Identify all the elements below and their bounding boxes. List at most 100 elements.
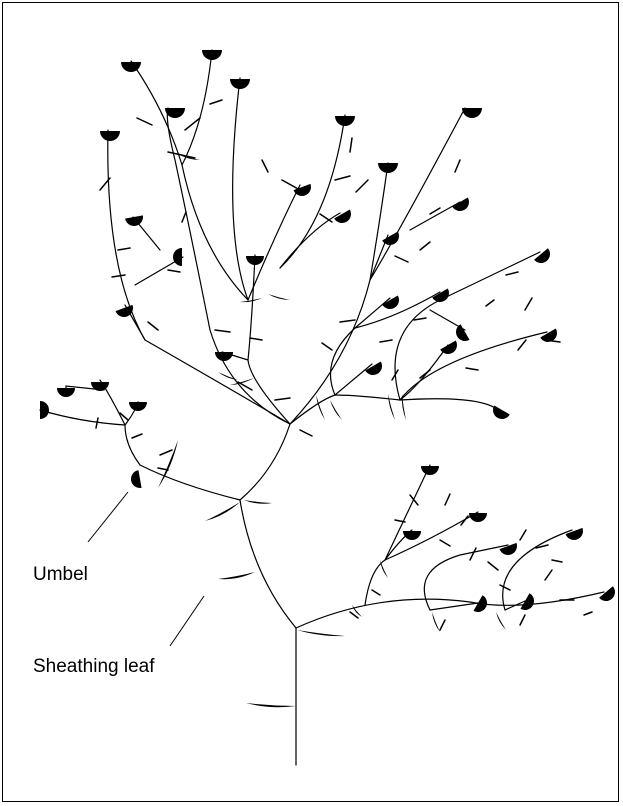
umbel-head-3 (230, 79, 250, 89)
umbel-pointer-line (88, 492, 128, 542)
bract-tick-51 (520, 615, 525, 625)
stem-20 (248, 185, 300, 300)
umbel-head-21 (540, 329, 560, 346)
stem-38 (385, 512, 478, 560)
stem-36 (365, 465, 430, 605)
bract-tick-58 (160, 450, 172, 455)
umbel-head-33 (403, 531, 421, 540)
umbel-head-32 (469, 513, 487, 522)
stem-41 (503, 530, 572, 610)
bract-tick-60 (182, 212, 186, 222)
umbel-head-22 (215, 352, 233, 361)
stem-16 (222, 352, 290, 424)
stem-22 (280, 115, 345, 268)
bract-tick-42 (470, 548, 476, 560)
umbel-head-35 (566, 528, 586, 543)
sheathing-leaf-1 (246, 703, 296, 707)
umbel-head-shape (421, 466, 439, 475)
bract-tick-5 (262, 160, 268, 172)
umbel-head-13 (382, 232, 402, 249)
umbel-head-14 (173, 248, 182, 266)
umbel-head-shape (100, 131, 120, 141)
umbel-head-5 (100, 131, 120, 141)
stem-25 (370, 163, 388, 280)
umbel-head-2 (202, 50, 222, 60)
umbel-head-shape (469, 513, 487, 522)
sheathing-leaf-pointer-line (170, 596, 204, 646)
umbel-head-shape (173, 248, 182, 266)
sheathing-leaf-2 (297, 630, 345, 636)
umbel-head-shape (215, 352, 233, 361)
umbel-head-11 (452, 198, 472, 215)
umbel-head-16 (534, 248, 554, 266)
stem-39 (424, 545, 508, 610)
umbel-head-8 (378, 163, 398, 173)
bract-tick-13 (430, 208, 440, 214)
bract-tick-46 (552, 560, 562, 562)
umbel-head-4 (165, 108, 185, 118)
stem-32 (395, 252, 540, 400)
bract-tick-1 (137, 118, 152, 125)
bract-tick-41 (440, 540, 450, 546)
umbel-head-shape (534, 248, 554, 266)
sheathing-leaf-10 (316, 395, 325, 420)
label-pointers (88, 492, 204, 646)
umbel-head-shape (246, 256, 264, 265)
bract-tick-17 (112, 275, 125, 277)
sheathing-leaf-16 (432, 612, 440, 632)
sheathing-leaf-6 (158, 440, 178, 488)
umbel-head-shape (130, 470, 142, 489)
bract-tick-29 (506, 272, 518, 275)
umbel-head-shape (334, 210, 354, 227)
bract-tick-43 (488, 562, 498, 570)
sheathing-leaf-19 (240, 298, 262, 302)
sheathing-leaf-11 (330, 400, 342, 420)
umbel-head-10 (334, 210, 354, 227)
stem-19 (182, 50, 212, 165)
umbel-head-shape (500, 543, 520, 558)
umbel-head-shape (129, 402, 147, 411)
bract-tick-36 (300, 430, 312, 436)
umbel-head-shape (230, 79, 250, 89)
umbel-head-26 (57, 388, 75, 397)
stem-31 (335, 395, 498, 410)
umbel-head-shape (382, 296, 402, 313)
stem-6 (125, 425, 140, 465)
bract-tick-39 (445, 494, 450, 505)
bract-tick-12 (420, 242, 430, 250)
umbel-head-shape (125, 215, 144, 227)
sheathing-leaf-15 (496, 612, 506, 630)
stem-21 (233, 78, 248, 300)
umbel-head-34 (500, 543, 520, 558)
bract-tick-52 (584, 612, 592, 615)
stem-24 (290, 108, 465, 424)
sheathing-leaves (158, 154, 506, 707)
bract-tick-32 (518, 340, 526, 350)
bract-tick-44 (520, 530, 526, 540)
umbel-head-shape (440, 341, 460, 358)
sheathing-leaf-3 (218, 572, 255, 579)
bract-tick-31 (525, 298, 532, 310)
bract-tick-8 (335, 176, 350, 180)
stem-3 (296, 592, 604, 628)
umbel-head-shape (335, 116, 355, 126)
bract-tick-22 (275, 398, 290, 400)
umbel-head-25 (40, 401, 49, 419)
bract-tick-26 (414, 318, 426, 320)
stem-17 (248, 255, 255, 360)
umbel-head-28 (129, 402, 147, 411)
umbels (40, 50, 619, 615)
umbel-head-shape (462, 108, 482, 118)
bract-tick-47 (500, 585, 510, 590)
umbel-head-29 (490, 406, 510, 423)
umbel-head-shape (540, 329, 560, 346)
bract-tick-16 (118, 248, 130, 250)
umbel-head-shape (490, 406, 510, 423)
umbel-head-shape (599, 586, 619, 604)
bract-tick-2 (168, 152, 195, 158)
umbel-head-31 (421, 466, 439, 475)
stem-27 (410, 202, 460, 230)
bract-tick-23 (322, 343, 332, 350)
umbel-head-36 (474, 595, 491, 615)
bract-tick-7 (320, 214, 332, 222)
